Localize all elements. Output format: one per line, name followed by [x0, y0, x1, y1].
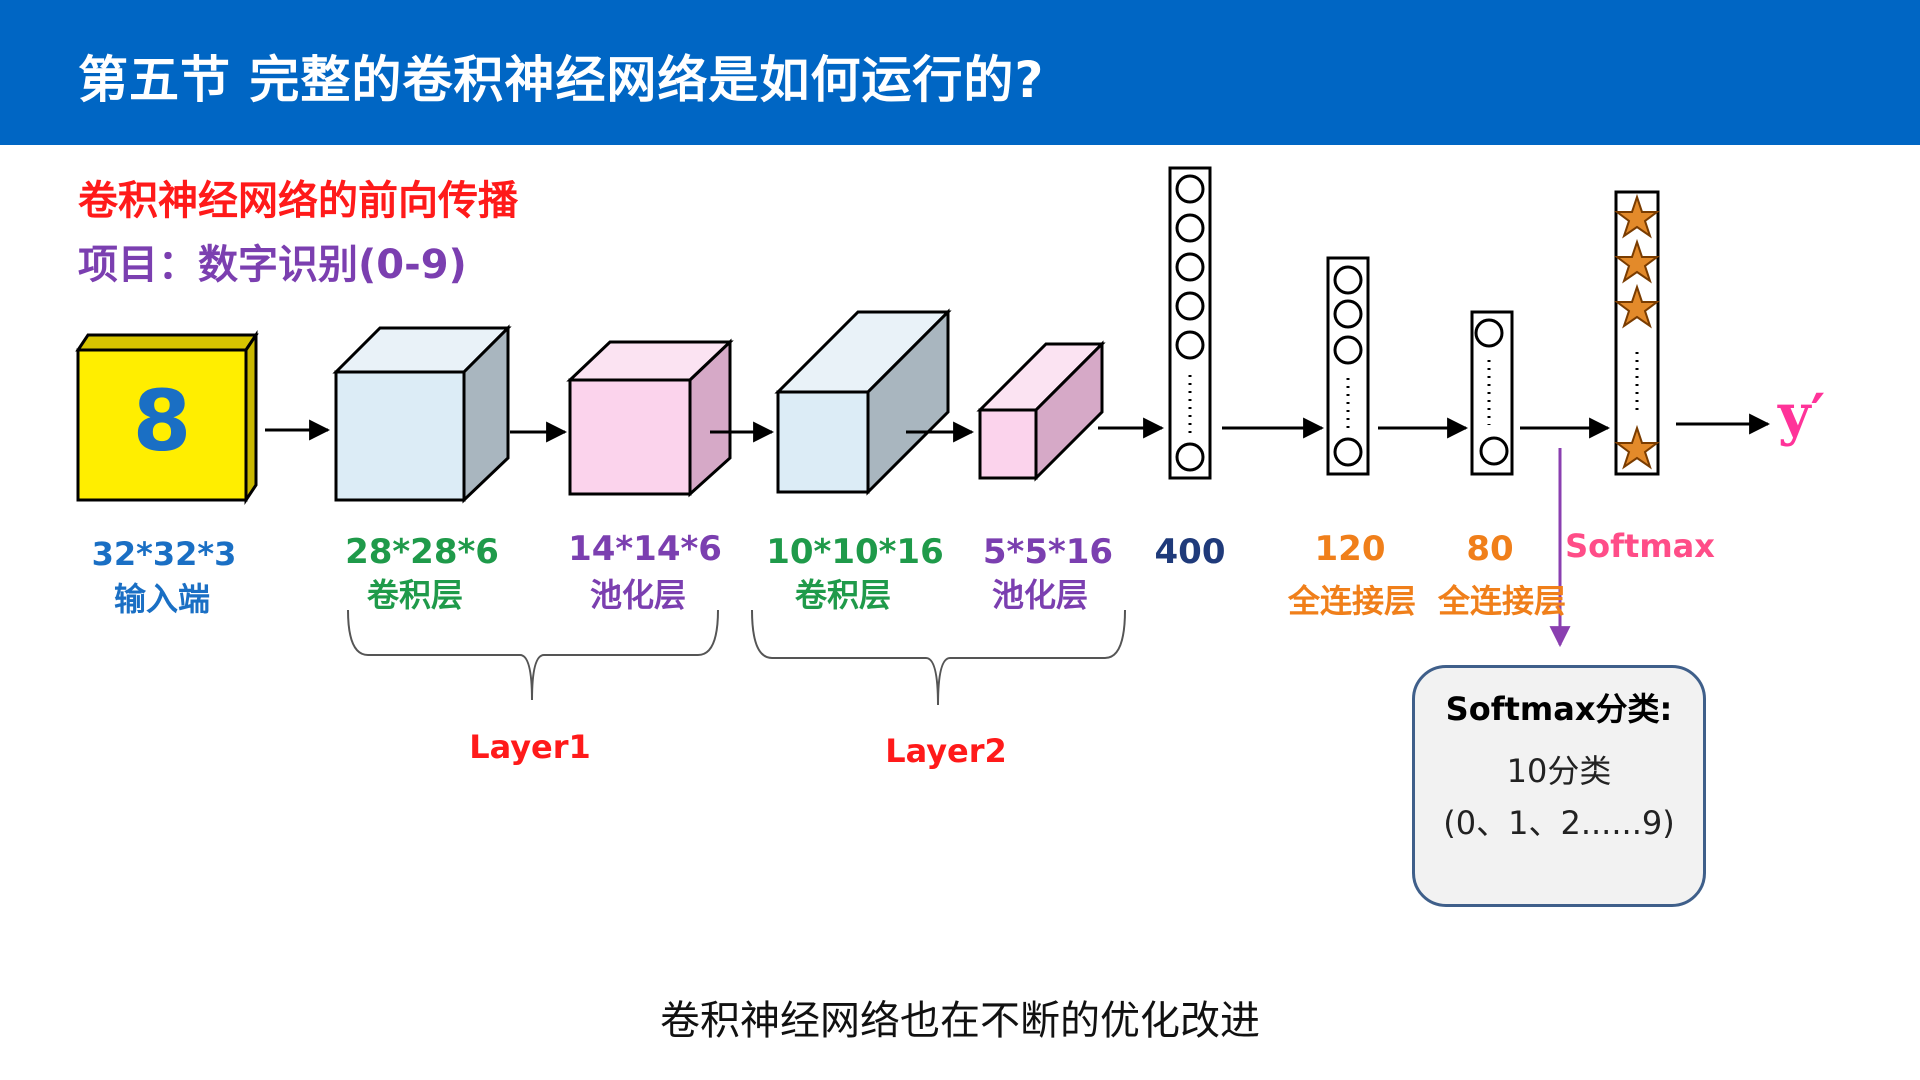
conv2-name-label: 卷积层	[795, 576, 891, 614]
pool2-dims-label: 5*5*16	[983, 532, 1113, 572]
conv1-cube	[332, 324, 512, 504]
fc1-name-label: 全连接层	[1287, 582, 1416, 620]
fc2-name-label: 全连接层	[1437, 582, 1566, 620]
subtitle-project: 项目：数字识别(0-9)	[78, 242, 467, 288]
conv1-dims-label: 28*28*6	[345, 532, 499, 572]
header-bar	[0, 0, 1920, 145]
flatten-dims-label: 400	[1155, 532, 1226, 572]
pool1-cube	[566, 338, 734, 498]
subtitle-caption: 卷积神经网络也在不断的优化改进	[660, 998, 1260, 1044]
fc2-80-column	[1470, 310, 1514, 476]
softmax-box-title: Softmax分类:	[1445, 690, 1673, 728]
fc2-dims-label: 80	[1466, 529, 1513, 569]
pool1-dims-label: 14*14*6	[568, 529, 722, 569]
conv1-name-label: 卷积层	[367, 576, 463, 614]
softmax-box-range: (0、1、2......9)	[1443, 804, 1675, 842]
pool2-name-label: 池化层	[992, 576, 1088, 614]
input-name-label: 输入端	[114, 580, 210, 618]
layer1-brace	[347, 609, 719, 701]
star-icon	[1614, 238, 1660, 284]
star-icon	[1614, 424, 1660, 470]
input-dims-label: 32*32*3	[92, 535, 237, 573]
softmax-box-classes: 10分类	[1506, 752, 1612, 790]
fc1-dims-label: 120	[1315, 529, 1386, 569]
flow-arrows	[265, 413, 1771, 443]
softmax-info-box: Softmax分类: 10分类 (0、1、2......9)	[1412, 665, 1706, 907]
pool1-name-label: 池化层	[590, 576, 686, 614]
layer1-label: Layer1	[469, 728, 591, 766]
page-title: 第五节 完整的卷积神经网络是如何运行的?	[78, 51, 1045, 109]
fc1-120-column	[1326, 256, 1370, 476]
output-label: y′	[1777, 382, 1825, 448]
input-block: 8	[75, 330, 259, 505]
star-icon	[1614, 193, 1660, 239]
input-digit: 8	[133, 372, 191, 470]
softmax-column	[1614, 190, 1660, 476]
layer2-label: Layer2	[885, 732, 1007, 770]
star-icon	[1614, 283, 1660, 329]
subtitle-forward-propagation: 卷积神经网络的前向传播	[78, 178, 518, 224]
softmax-label: Softmax	[1565, 527, 1715, 565]
conv2-dims-label: 10*10*16	[766, 532, 944, 572]
pool2-cube	[976, 340, 1106, 482]
flatten-400-column	[1168, 166, 1212, 480]
layer2-brace	[751, 609, 1126, 706]
conv2-cube	[774, 308, 952, 496]
